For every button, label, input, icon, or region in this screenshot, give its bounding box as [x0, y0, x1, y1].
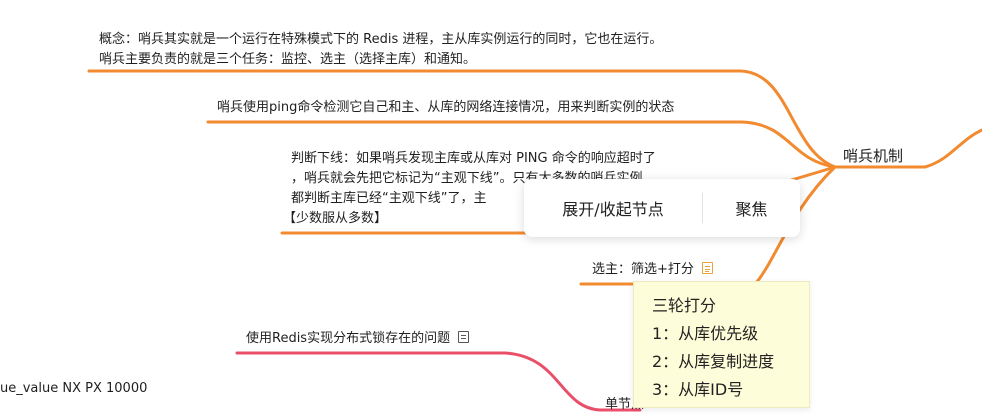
elect-node[interactable]: 选主：筛选+打分 — [592, 260, 713, 280]
branch-concept — [87, 69, 837, 169]
expand-collapse-button[interactable]: 展开/收起节点 — [562, 200, 664, 219]
elect-label: 选主：筛选+打分 — [592, 262, 694, 277]
note-item-3: 3：从库ID号 — [652, 380, 744, 399]
redis-lock-node[interactable]: 使用Redis实现分布式锁存在的问题 — [246, 329, 470, 349]
branch-ping — [206, 120, 837, 169]
note-icon[interactable] — [701, 262, 713, 274]
concept-node[interactable]: 概念：哨兵其实就是一个运行在特殊模式下的 Redis 进程，主从库实例运行的同时… — [99, 30, 662, 70]
focus-button[interactable]: 聚焦 — [735, 200, 768, 219]
note-popup: 三轮打分 1：从库优先级 2：从库复制进度 3：从库ID号 — [633, 281, 810, 408]
note-icon[interactable] — [458, 331, 470, 343]
subjective-line-3: 都判断主库已经“主观下线”了，主 — [291, 191, 487, 206]
set-command-node[interactable]: ue_value NX PX 10000 — [0, 379, 147, 399]
ping-label: 哨兵使用ping命令检测它自己和主、从库的网络连接情况，用来判断实例的状态 — [217, 100, 675, 115]
menu-divider — [702, 193, 703, 223]
sentinel-topic-label: 哨兵机制 — [843, 147, 904, 165]
concept-line-1: 概念：哨兵其实就是一个运行在特殊模式下的 Redis 进程，主从库实例运行的同时… — [99, 32, 663, 47]
set-command-label: ue_value NX PX 10000 — [0, 381, 148, 396]
note-item-1: 1：从库优先级 — [652, 324, 759, 343]
branch-elect — [579, 165, 837, 286]
note-item-2: 2：从库复制进度 — [652, 352, 775, 371]
sentinel-topic[interactable]: 哨兵机制 — [843, 145, 903, 166]
branch-redis-lock — [235, 351, 642, 412]
branch-topic-parent — [923, 128, 982, 169]
subjective-line-1: 判断下线：如果哨兵发现主库或从库对 PING 命令的响应超时了 — [291, 151, 656, 166]
redis-lock-label: 使用Redis实现分布式锁存在的问题 — [246, 331, 451, 346]
ping-node[interactable]: 哨兵使用ping命令检测它自己和主、从库的网络连接情况，用来判断实例的状态 — [217, 98, 674, 118]
context-menu: 展开/收起节点 聚焦 — [524, 179, 800, 237]
subjective-line-4: 【少数服从多数】 — [283, 211, 388, 226]
note-title: 三轮打分 — [652, 296, 717, 315]
concept-line-2: 哨兵主要负责的就是三个任务：监控、选主（选择主库）和通知。 — [99, 52, 477, 67]
